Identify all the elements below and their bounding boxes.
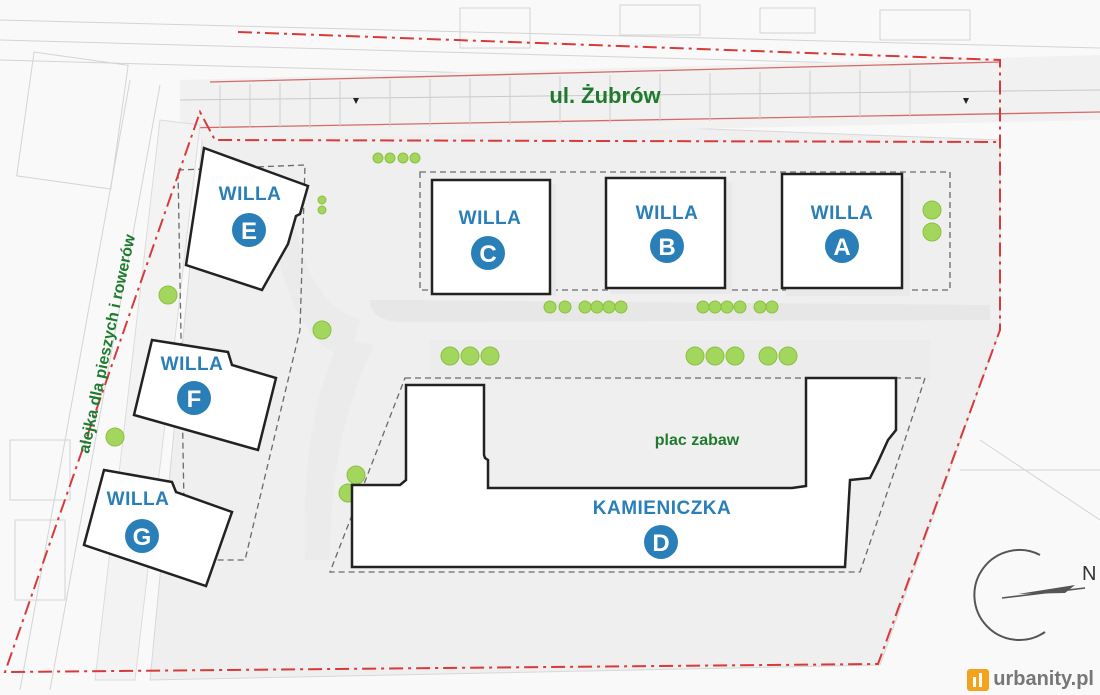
trees (105, 152, 942, 503)
building-type-label: KAMIENICZKA (593, 498, 732, 519)
street-band (179, 55, 1100, 140)
street-name-label: ul. Żubrów (549, 83, 661, 108)
building-type-label: WILLA (161, 354, 224, 375)
urbanity-logo-icon (967, 668, 990, 691)
building-willa-a[interactable]: WILLA A (780, 172, 910, 296)
building-willa-c[interactable]: WILLA C (430, 178, 556, 296)
building-letter: B (658, 234, 675, 261)
north-arrow-icon (973, 549, 1086, 641)
building-willa-f[interactable]: WILLA F (132, 338, 278, 452)
building-kamieniczka-d[interactable]: KAMIENICZKA D (350, 376, 898, 569)
building-type-label: WILLA (219, 184, 282, 205)
building-willa-b[interactable]: WILLA B (604, 176, 732, 294)
building-letter: C (479, 241, 496, 268)
building-letter: D (652, 530, 669, 557)
building-letter: A (833, 234, 850, 261)
playground-label: plac zabaw (655, 432, 740, 449)
building-letter: G (133, 524, 152, 551)
building-letter: F (187, 386, 202, 413)
north-label: N (1082, 563, 1096, 585)
entry-arrows (353, 98, 969, 104)
watermark: urbanity.pl (967, 668, 1094, 691)
watermark-text: urbanity.pl (993, 668, 1094, 690)
building-willa-e[interactable]: WILLA E (184, 146, 310, 292)
building-type-label: WILLA (459, 208, 522, 229)
building-letter: E (241, 218, 257, 245)
building-type-label: WILLA (811, 203, 874, 224)
building-type-label: WILLA (636, 203, 699, 224)
building-willa-g[interactable]: WILLA G (82, 468, 234, 588)
building-type-label: WILLA (107, 489, 170, 510)
